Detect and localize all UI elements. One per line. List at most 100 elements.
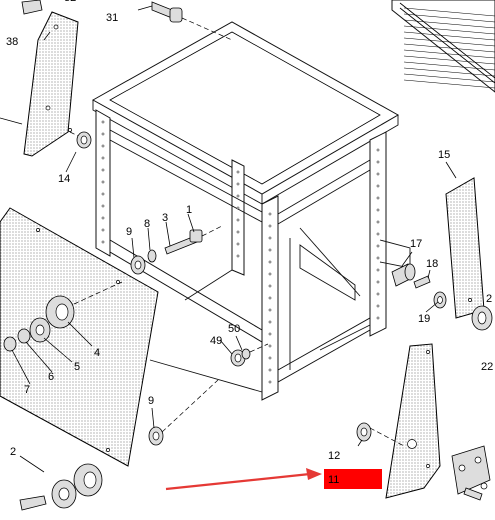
louver-line bbox=[403, 73, 495, 83]
rivet bbox=[268, 212, 272, 216]
cab-frame bbox=[91, 21, 411, 401]
callout-15: 15 bbox=[438, 149, 450, 161]
callout-18: 18 bbox=[426, 258, 438, 270]
highlight-annotation bbox=[165, 468, 382, 491]
callout-2-right: 2 bbox=[486, 293, 492, 305]
rivet bbox=[101, 240, 105, 244]
rivet bbox=[268, 368, 272, 372]
louver-line bbox=[403, 49, 495, 59]
rivet bbox=[101, 180, 105, 184]
rivet bbox=[376, 172, 380, 176]
red-arrow bbox=[165, 472, 311, 491]
rivet bbox=[101, 204, 105, 208]
louver-line bbox=[403, 25, 495, 35]
rivet bbox=[236, 230, 240, 234]
rivet bbox=[236, 170, 240, 174]
rivet bbox=[376, 148, 380, 152]
window-panel-right-lower-11 bbox=[385, 343, 441, 499]
rivet bbox=[236, 218, 240, 222]
window-panel-right-15 bbox=[445, 177, 485, 319]
rivet bbox=[101, 228, 105, 232]
rivet bbox=[268, 320, 272, 324]
louver-line bbox=[403, 61, 495, 71]
rivet bbox=[376, 208, 380, 212]
louver-line bbox=[403, 19, 495, 29]
rivet bbox=[101, 132, 105, 136]
callout-14: 14 bbox=[58, 173, 70, 185]
callout-6: 6 bbox=[48, 371, 54, 383]
rivet bbox=[268, 308, 272, 312]
callout-4: 4 bbox=[94, 347, 100, 359]
rivet bbox=[236, 206, 240, 210]
louver-line bbox=[403, 67, 495, 77]
rivet bbox=[268, 248, 272, 252]
hinge-parts-lower-left bbox=[19, 463, 103, 511]
rivet bbox=[268, 332, 272, 336]
louver-line bbox=[403, 7, 495, 17]
washer-9-lower bbox=[148, 379, 219, 446]
rivet bbox=[236, 194, 240, 198]
rivet bbox=[376, 256, 380, 260]
rivet bbox=[376, 292, 380, 296]
callout-50: 50 bbox=[228, 323, 240, 335]
louver-line bbox=[403, 31, 495, 41]
callout-1: 1 bbox=[186, 204, 192, 216]
rivet bbox=[101, 192, 105, 196]
rivet bbox=[101, 120, 105, 124]
rivet bbox=[236, 242, 240, 246]
rivet bbox=[376, 232, 380, 236]
rivet bbox=[376, 280, 380, 284]
callout-12: 12 bbox=[328, 450, 340, 462]
louver-line bbox=[403, 43, 495, 53]
rivet bbox=[268, 272, 272, 276]
bolt-assembly-1-3-8-9 bbox=[130, 225, 223, 275]
louver-line bbox=[403, 55, 495, 65]
callout-17: 17 bbox=[410, 238, 422, 250]
rivet bbox=[268, 344, 272, 348]
rivet bbox=[236, 254, 240, 258]
rivet bbox=[376, 244, 380, 248]
rivet bbox=[376, 196, 380, 200]
louvered-panel-part bbox=[391, 0, 495, 93]
washer-12 bbox=[356, 422, 405, 447]
bolt-31 bbox=[137, 1, 233, 41]
rivet bbox=[101, 216, 105, 220]
rivet bbox=[268, 296, 272, 300]
rivet bbox=[376, 304, 380, 308]
rivet bbox=[376, 220, 380, 224]
rivet bbox=[101, 156, 105, 160]
rivet bbox=[268, 380, 272, 384]
callout-2: 2 bbox=[10, 446, 16, 458]
callout-9-lower: 9 bbox=[148, 395, 154, 407]
bushing-17-18-19 bbox=[391, 263, 493, 331]
window-panel-left-large bbox=[0, 207, 159, 467]
rivet bbox=[376, 160, 380, 164]
rivet bbox=[268, 284, 272, 288]
rivet bbox=[376, 268, 380, 272]
rivet bbox=[376, 184, 380, 188]
louver-line bbox=[403, 13, 495, 23]
rivet bbox=[268, 260, 272, 264]
hinge-right bbox=[451, 445, 491, 501]
red-arrow-head bbox=[306, 468, 322, 480]
rivet bbox=[101, 168, 105, 172]
callout-31: 31 bbox=[106, 12, 118, 24]
callout-labels: 38 31 32 14 15 9 8 3 1 17 18 19 2 22 4 5… bbox=[6, 0, 493, 486]
callout-leaders bbox=[0, 31, 457, 473]
washer-14 bbox=[76, 131, 92, 149]
callout-9-upper: 9 bbox=[126, 226, 132, 238]
callout-5: 5 bbox=[74, 361, 80, 373]
rivet bbox=[268, 236, 272, 240]
callout-22: 22 bbox=[481, 361, 493, 373]
highlight-box bbox=[324, 469, 382, 489]
callout-3: 3 bbox=[162, 212, 168, 224]
callout-11: 11 bbox=[328, 474, 339, 486]
callout-19: 19 bbox=[418, 313, 430, 325]
bolt-49-50 bbox=[230, 343, 269, 367]
rivet bbox=[376, 316, 380, 320]
rivet bbox=[268, 356, 272, 360]
callout-38: 38 bbox=[6, 36, 18, 48]
rivet bbox=[236, 182, 240, 186]
